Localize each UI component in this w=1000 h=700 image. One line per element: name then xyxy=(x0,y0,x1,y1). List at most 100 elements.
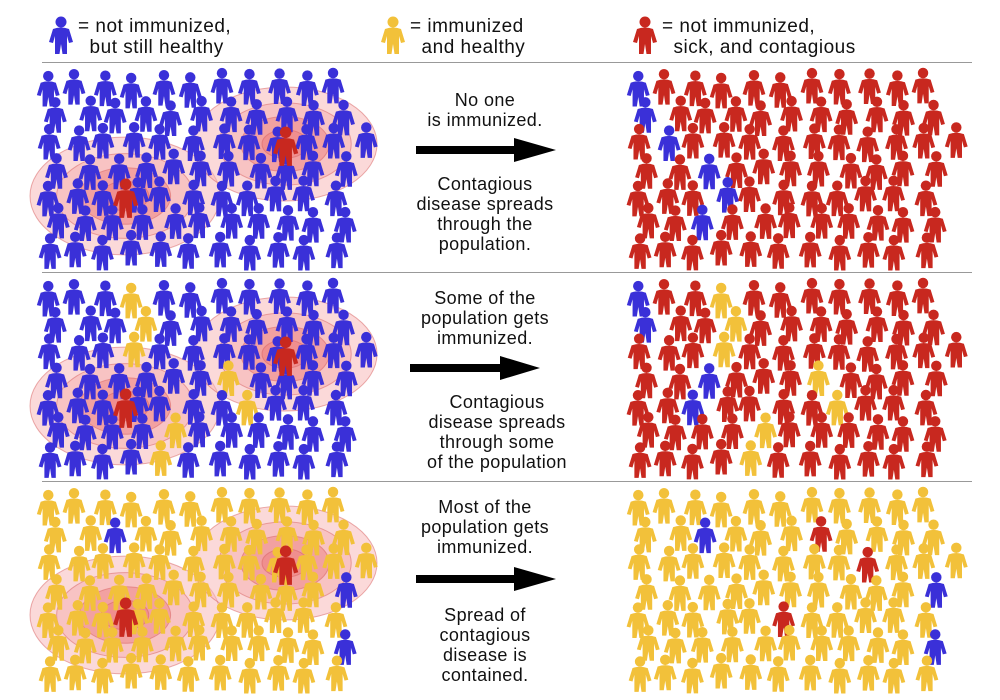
divider xyxy=(42,481,972,482)
crowd-before xyxy=(29,67,378,271)
person-icon-blue xyxy=(38,233,62,269)
divider xyxy=(42,62,972,63)
person-icon-red xyxy=(828,234,852,271)
person-icon-red xyxy=(752,358,776,394)
caption-bottom: Contagious disease spreads through some … xyxy=(392,392,602,472)
person-icon-blue xyxy=(152,69,176,106)
caption-line: Contagious xyxy=(449,392,545,412)
person-icon-yellow xyxy=(754,412,777,449)
caption-line: population gets xyxy=(420,308,550,328)
person-icon-yellow xyxy=(119,491,143,528)
person-icon-yellow xyxy=(709,491,733,528)
caption-line: disease spreads xyxy=(416,194,554,214)
caption-line: of the population xyxy=(427,452,567,472)
person-icon-yellow xyxy=(911,486,935,523)
person-icon-red xyxy=(752,148,776,185)
person-icon-yellow xyxy=(766,656,790,692)
caption-line: No one xyxy=(454,90,516,110)
crowd-after xyxy=(626,277,968,480)
person-icon-red xyxy=(944,331,968,368)
person-icon-blue xyxy=(238,443,262,480)
person-icon-yellow xyxy=(915,655,939,692)
caption-line: Some of the xyxy=(434,288,536,308)
arrow-icon xyxy=(410,356,540,380)
person-icon-red xyxy=(828,443,852,480)
legend-item-not-immunized: = not immunized, but still healthy xyxy=(48,16,231,58)
caption-top: No one is immunized. xyxy=(400,90,570,130)
caption-line: contagious xyxy=(439,625,531,645)
caption-line: immunized. xyxy=(436,328,534,348)
person-icon-red xyxy=(742,69,766,106)
caption-line: Most of the xyxy=(438,497,532,517)
caption-line: immunized. xyxy=(436,537,534,557)
person-icon-yellow xyxy=(292,657,316,694)
person-icon-yellow xyxy=(827,544,851,581)
crowd-after xyxy=(626,486,968,694)
caption-line: disease is xyxy=(442,645,528,665)
person-icon-yellow xyxy=(119,282,143,319)
person-icon-yellow xyxy=(865,516,889,552)
person-icon-yellow xyxy=(828,657,852,694)
arrow-icon xyxy=(416,138,556,162)
legend: = not immunized, but still healthy = imm… xyxy=(0,0,1000,62)
caption-bottom: Spread of contagious disease is containe… xyxy=(400,605,570,685)
person-icon-yellow xyxy=(742,488,766,525)
person-icon-red xyxy=(915,232,939,269)
caption-line: population gets xyxy=(420,517,550,537)
person-icon-yellow xyxy=(657,545,681,582)
person-icon-yellow xyxy=(752,569,776,606)
person-icon-red xyxy=(633,16,657,54)
legend-item-immunized: = immunized and healthy xyxy=(380,16,525,58)
crowd-before xyxy=(29,277,378,480)
person-icon-yellow xyxy=(885,489,909,526)
person-icon-yellow xyxy=(944,542,968,579)
person-icon-red xyxy=(739,231,763,267)
person-icon-yellow xyxy=(754,625,777,662)
person-icon-yellow xyxy=(697,574,721,611)
person-icon-yellow xyxy=(709,282,733,319)
legend-label: = not immunized, sick, and contagious xyxy=(662,16,856,58)
person-icon-yellow xyxy=(652,487,676,524)
person-icon-red xyxy=(742,279,766,316)
person-icon-blue xyxy=(119,72,143,109)
person-icon-yellow xyxy=(828,487,851,524)
caption-line: contained. xyxy=(441,665,529,685)
person-icon-yellow xyxy=(882,657,906,694)
person-icon-yellow xyxy=(739,440,763,476)
legend-label: = immunized and healthy xyxy=(410,16,526,58)
person-icon-yellow xyxy=(38,656,62,692)
caption-line: Spread of xyxy=(444,605,526,625)
person-icon-yellow xyxy=(681,657,704,694)
person-icon-blue xyxy=(325,232,349,269)
crowd-after xyxy=(626,67,968,271)
scenario-most-immunization: Most of the population gets immunized. S… xyxy=(0,485,1000,700)
person-icon-blue xyxy=(152,279,176,316)
person-icon-red xyxy=(628,442,652,478)
person-icon-yellow xyxy=(628,656,652,692)
person-icon-yellow xyxy=(152,488,176,525)
person-icon-yellow xyxy=(381,16,405,54)
caption-line: population. xyxy=(438,234,532,254)
caption-line: through the xyxy=(437,214,533,234)
caption-line: disease spreads xyxy=(428,412,566,432)
legend-item-sick: = not immunized, sick, and contagious xyxy=(632,16,856,58)
person-icon-blue xyxy=(49,16,73,54)
person-icon-red xyxy=(709,72,733,109)
person-icon-red xyxy=(911,277,935,314)
person-icon-blue xyxy=(62,278,86,315)
caption-top: Some of the population gets immunized. xyxy=(400,288,570,348)
crowd-before xyxy=(29,486,378,694)
person-icon-yellow xyxy=(325,655,349,692)
legend-label: = not immunized, but still healthy xyxy=(78,16,232,58)
caption-line: is immunized. xyxy=(427,110,543,130)
caption-top: Most of the population gets immunized. xyxy=(400,497,570,557)
person-icon-blue xyxy=(697,153,721,190)
person-icon-red xyxy=(827,124,851,161)
person-icon-red xyxy=(628,233,652,269)
scenario-no-immunization: No one is immunized. Contagious disease … xyxy=(0,66,1000,272)
person-icon-blue xyxy=(238,234,262,271)
person-icon-red xyxy=(652,68,676,105)
caption-bottom: Contagious disease spreads through the p… xyxy=(400,174,570,254)
person-icon-blue xyxy=(325,441,349,478)
arrow-icon xyxy=(416,567,556,591)
